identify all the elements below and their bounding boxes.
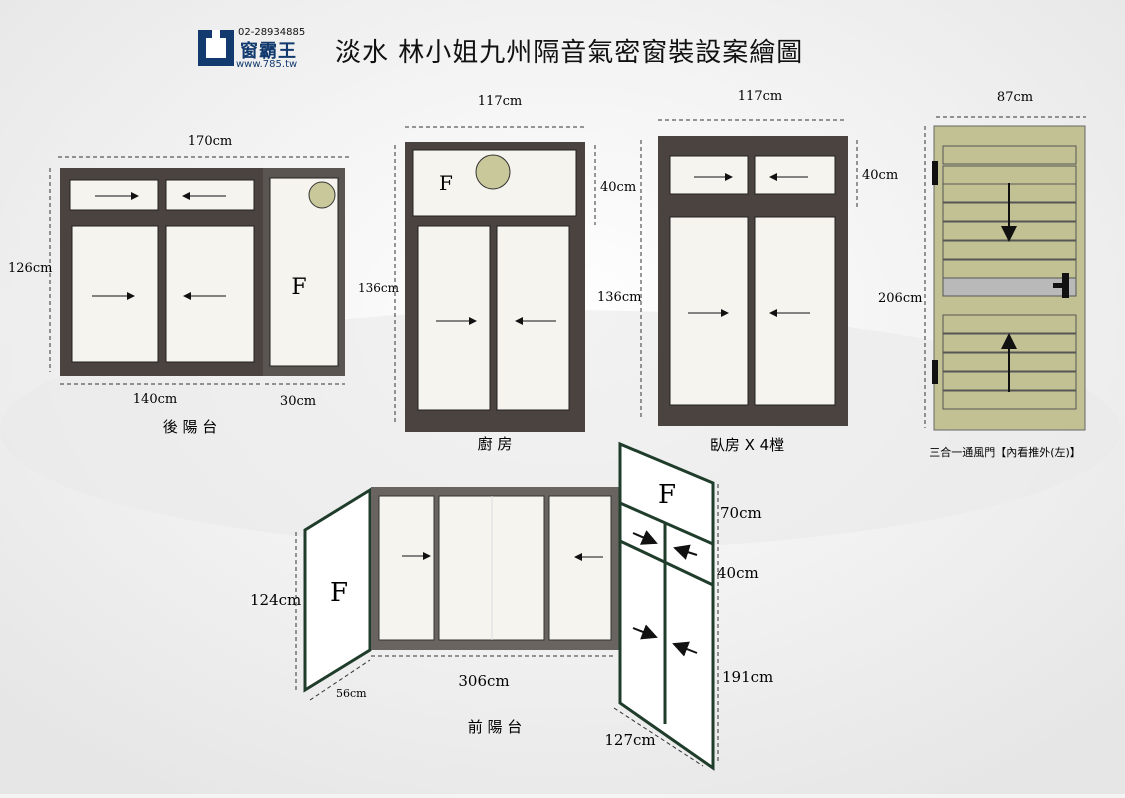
sash-left	[378, 495, 435, 641]
vent-door: 87cm 206cm 三合一通風門【內看推外(左)】	[878, 90, 1086, 459]
front-caption: 前 陽 台	[468, 718, 523, 736]
bedroom-top-height: 40cm	[862, 168, 898, 183]
bedroom-caption: 臥房 X 4樘	[710, 436, 784, 454]
top-pane-left	[69, 179, 159, 211]
door-width: 87cm	[997, 90, 1033, 105]
front-left-depth: 56cm	[336, 687, 367, 700]
arrow-left-icon	[672, 641, 698, 657]
bedroom-window: 117cm 40cm 136cm 臥房 X 4樘	[597, 89, 898, 454]
rear-fixed-label: F	[291, 275, 306, 300]
sash-left	[417, 225, 491, 411]
sash-left	[669, 216, 749, 406]
logo-phone: 02-28934885	[238, 27, 306, 38]
logo-url: www.785.tw	[236, 59, 298, 70]
dim-line	[613, 707, 704, 767]
rear-height: 126cm	[8, 261, 52, 276]
front-fixed-right: F	[658, 480, 676, 510]
top-pane-right	[165, 179, 255, 211]
bedroom-height: 136cm	[597, 290, 641, 305]
logo-mark-icon	[198, 30, 234, 66]
door-height: 206cm	[878, 291, 922, 306]
front-fixed-left: F	[330, 578, 348, 608]
front-right-bottom: 191cm	[722, 668, 773, 686]
kitchen-caption: 廚 房	[478, 435, 513, 453]
page-title: 淡水 林小姐九州隔音氣密窗裝設案繪圖	[335, 38, 804, 68]
kitchen-window: 117cm 40cm 136cm F 廚 房	[358, 94, 636, 453]
sash-left	[71, 225, 159, 363]
vent-circle-icon	[308, 181, 336, 209]
rear-width-main: 140cm	[133, 392, 177, 407]
rear-width-total: 170cm	[188, 134, 232, 149]
front-right-top: 70cm	[720, 504, 762, 522]
arrow-right-icon	[632, 530, 658, 545]
louver-slat	[942, 145, 1077, 165]
vent-circle-icon	[475, 154, 511, 190]
kitchen-width: 117cm	[478, 94, 522, 109]
left-fixed-panel	[303, 487, 372, 693]
kitchen-top-height: 40cm	[600, 180, 636, 195]
side-fixed-pane	[269, 177, 339, 367]
mid-rail	[942, 277, 1077, 297]
front-left-height: 124cm	[250, 591, 301, 609]
dim-line	[309, 659, 371, 701]
logo-name: 窗霸王	[240, 41, 297, 62]
hinge-icon	[932, 360, 938, 384]
sash-right	[754, 216, 836, 406]
top-pane-right	[754, 155, 836, 195]
rear-balcony-window: 170cm 126cm F 140cm 30cm 後 陽 台	[8, 134, 352, 436]
door-handle-icon	[1053, 283, 1065, 288]
kitchen-height: 136cm	[358, 281, 400, 295]
sash-right	[165, 225, 255, 363]
hinge-icon	[932, 161, 938, 185]
front-right-mid: 40cm	[717, 564, 759, 582]
arrow-right-icon	[632, 624, 658, 640]
sash-right	[548, 495, 612, 641]
front-right-depth: 127cm	[604, 731, 655, 749]
top-pane-left	[669, 155, 749, 195]
door-caption: 三合一通風門【內看推外(左)】	[929, 445, 1081, 459]
door-handle-icon	[1062, 273, 1069, 298]
sash-right	[496, 225, 570, 411]
rear-width-side: 30cm	[280, 394, 316, 409]
kitchen-fixed-label: F	[439, 171, 453, 195]
front-width: 306cm	[458, 672, 509, 690]
front-balcony-window: F 124cm 56cm 306cm F 70cm 40c	[250, 441, 773, 771]
rear-caption: 後 陽 台	[163, 418, 218, 436]
arrow-left-icon	[673, 544, 698, 560]
bedroom-width: 117cm	[738, 89, 782, 104]
